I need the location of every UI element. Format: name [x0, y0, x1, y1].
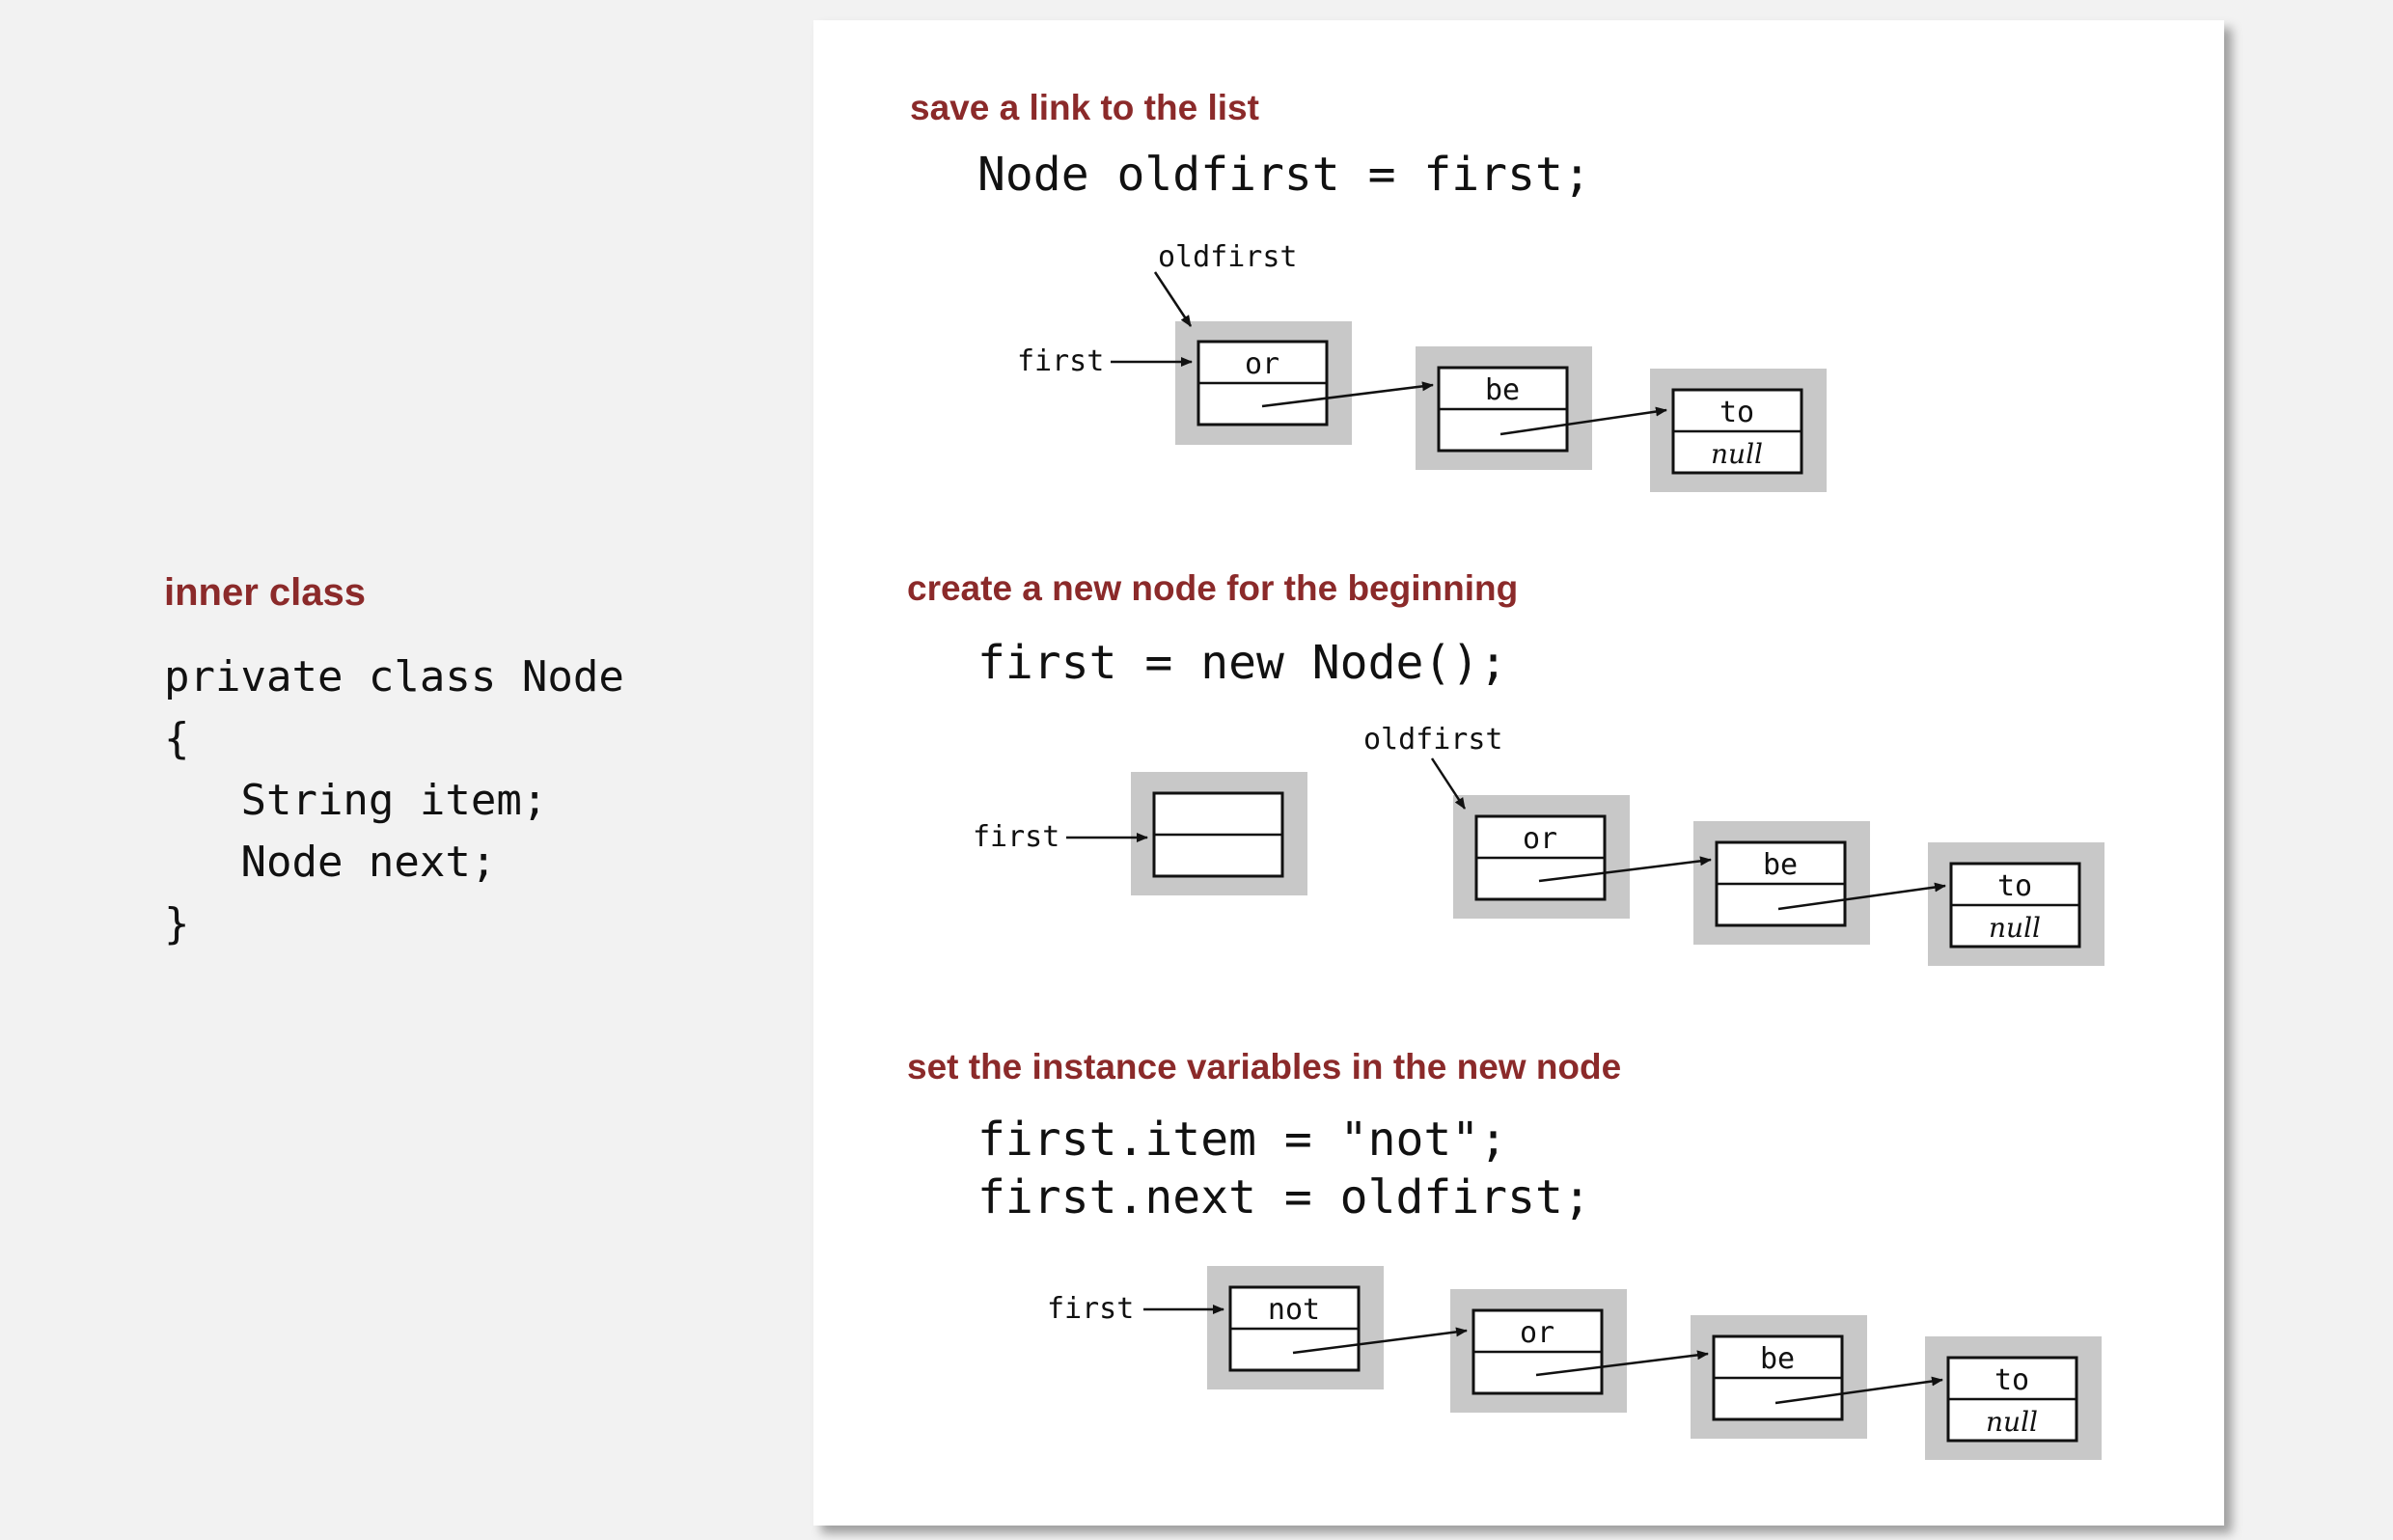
node-box: be	[1691, 1315, 1867, 1439]
node-item-label: to	[1997, 869, 2032, 903]
next-link-arrow	[1535, 1350, 1709, 1377]
step-1-heading: save a link to the list	[910, 88, 1259, 127]
first-pointer-label: first	[1047, 1292, 1134, 1326]
oldfirst-pointer-label: oldfirst	[1363, 723, 1503, 756]
first-pointer-label: first	[973, 820, 1059, 854]
null-label: null	[1711, 438, 1763, 470]
step-2-code: first = new Node();	[977, 636, 1508, 690]
step-2-diagram: or be to null first oldfirst	[973, 723, 2104, 966]
step-3-heading: set the instance variables in the new no…	[907, 1047, 1622, 1086]
null-label: null	[1986, 1406, 2038, 1438]
node-item-label: or	[1520, 1316, 1554, 1350]
node-box: or	[1453, 795, 1630, 919]
step-3-diagram: not or be to null	[1047, 1266, 2102, 1460]
step-1-code: Node oldfirst = first;	[977, 148, 1591, 202]
oldfirst-pointer-label: oldfirst	[1158, 240, 1298, 274]
node-item-label: be	[1485, 373, 1520, 407]
first-pointer-label: first	[1017, 344, 1104, 378]
next-link-arrow	[1499, 406, 1667, 436]
step-3-code: first.item = "not"; first.next = oldfirs…	[977, 1113, 1591, 1224]
inner-class-heading: inner class	[164, 571, 367, 614]
null-label: null	[1989, 912, 2041, 944]
node-item-label: to	[1719, 396, 1754, 429]
node-box: to null	[1925, 1336, 2102, 1460]
node-item-label: or	[1245, 347, 1279, 381]
step-1-diagram: or be to null first oldfirst	[1017, 240, 1827, 492]
node-item-label: or	[1523, 822, 1557, 856]
diagram-card: save a link to the list Node oldfirst = …	[813, 20, 2224, 1526]
node-item-label: to	[1994, 1363, 2029, 1397]
next-link-arrow	[1538, 856, 1712, 883]
next-link-arrow	[1292, 1327, 1468, 1355]
node-box: to null	[1650, 369, 1827, 492]
next-link-arrow	[1261, 381, 1434, 408]
next-link-arrow	[1774, 1376, 1943, 1405]
node-box: or	[1175, 321, 1352, 445]
oldfirst-pointer-arrow	[1153, 271, 1193, 327]
node-box: not	[1207, 1266, 1384, 1389]
node-item-label: be	[1760, 1342, 1795, 1376]
oldfirst-pointer-arrow	[1430, 757, 1467, 810]
next-link-arrow	[1777, 882, 1946, 911]
step-2-heading: create a new node for the beginning	[907, 568, 1519, 608]
node-item-label: not	[1268, 1293, 1320, 1327]
node-box: be	[1416, 346, 1592, 470]
node-box: be	[1693, 821, 1870, 945]
node-box: or	[1450, 1289, 1627, 1413]
linked-list-diagram: or be to null first oldfirst	[973, 240, 2104, 1460]
inner-class-code: private class Node { String item; Node n…	[164, 652, 624, 949]
node-box: to null	[1928, 842, 2104, 966]
node-box	[1131, 772, 1307, 895]
node-item-label: be	[1763, 848, 1798, 882]
